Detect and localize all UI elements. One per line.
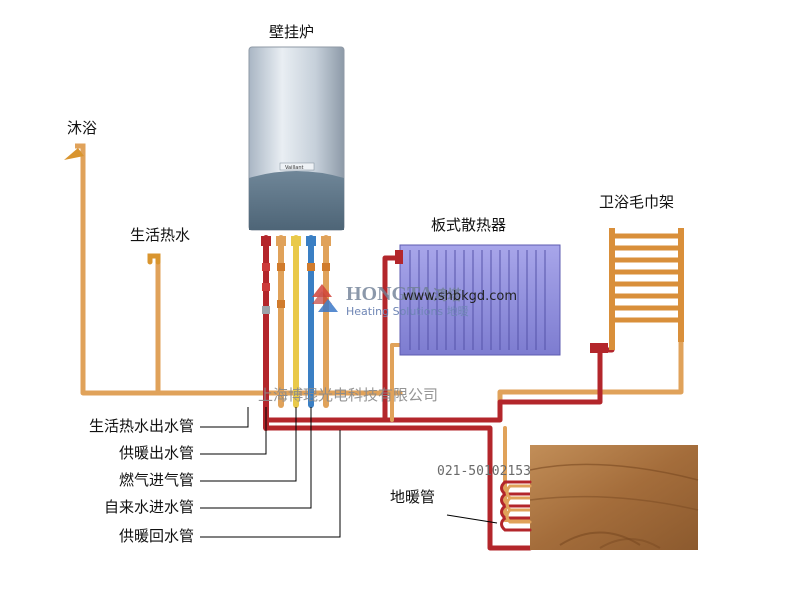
shower-supply-pipe (80, 149, 403, 396)
pipe-legend-heating-flow: 供暖出水管 (118, 444, 194, 462)
panel-radiator (395, 244, 561, 356)
wall-boiler (248, 46, 345, 231)
heating-main-upper (263, 347, 603, 423)
watermark-phone: 021-50102153 (437, 464, 531, 479)
floor-heating-coil (500, 480, 532, 532)
hot-water-label: 生活热水 (130, 226, 191, 244)
boiler-label: 壁挂炉 (269, 23, 315, 41)
towel-rack-label: 卫浴毛巾架 (599, 193, 675, 211)
pipe-legend-gas-in: 燃气进气管 (118, 471, 194, 489)
watermark-brand: HONGTA鸿塔 (346, 284, 461, 304)
pipe-legend-cold-in: 自来水进水管 (103, 498, 194, 516)
watermark-brand-text: HONGTA (346, 283, 434, 305)
floor-heating-label: 地暖管 (390, 488, 436, 506)
watermark-company: 上海博琨光电科技有限公司 (258, 386, 439, 404)
pipe-legend-dhw-out: 生活热水出水管 (88, 417, 194, 435)
water-tap-icon (147, 253, 161, 265)
legend-leader-lines (200, 407, 498, 538)
watermark-tagline-cn: 地暖 (446, 305, 469, 318)
watermark-tagline-text: Heating Solutions (346, 305, 444, 318)
wood-floor (529, 445, 699, 550)
watermark-logo-icon (312, 284, 338, 312)
boiler-valves (261, 236, 331, 314)
watermark-brand-cn: 鸿塔 (433, 289, 462, 304)
shower-head-icon (64, 143, 86, 160)
heating-flow-main (263, 425, 533, 551)
watermark-website: www.shbkgd.com (403, 289, 518, 304)
watermark-tagline: Heating Solutions 地暖 (346, 306, 469, 317)
radiator-label: 板式散热器 (431, 216, 507, 234)
boiler-brand-badge: Vaillant (285, 165, 304, 171)
pipe-legend-heating-return: 供暖回水管 (118, 527, 194, 545)
shower-label: 沐浴 (67, 119, 98, 137)
towel-rack (590, 228, 684, 353)
radiator-return-pipe (390, 343, 406, 422)
